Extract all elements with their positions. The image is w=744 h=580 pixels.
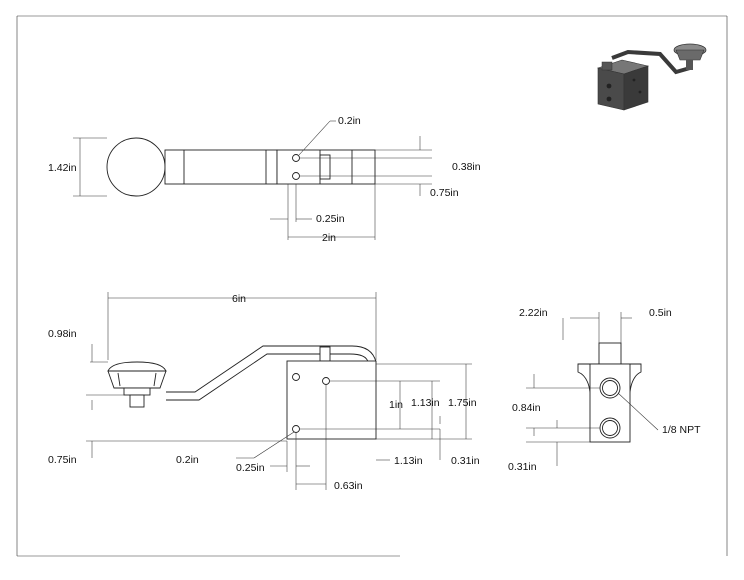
dim-overall-length: 6in [232,293,246,305]
dim-body-height: 1.75in [448,397,477,409]
dim-hole-offset-b: 0.63in [334,480,363,492]
dim-hole-offset-a: 0.25in [236,462,265,474]
hole-front-upper [292,373,300,381]
dim-hole-dia-top: 0.2in [338,115,361,127]
dim-bottom-hole: 0.31in [451,455,480,467]
hole-front-middle [322,377,330,385]
dim-hole-spacing-v: 1in [389,399,403,411]
dim-shaft-height: 0.75in [48,454,77,466]
stem [598,342,622,365]
sheet-border [16,15,728,557]
dim-hole-height: 1.13in [411,397,440,409]
dim-hole-dia-front: 0.2in [176,454,199,466]
knob-cap [107,361,167,372]
dim-body-width-top: 0.75in [430,187,459,199]
dim-port-bottom: 0.31in [508,461,537,473]
dim-hole-offset-top: 0.25in [316,213,345,225]
dim-hole-spacing-top: 0.38in [452,161,481,173]
dim-knob-height: 0.98in [48,328,77,340]
mount-hole-upper [292,154,300,162]
valve-body-side [589,363,631,443]
dim-body-depth: 1.13in [394,455,423,467]
arm-outline [164,149,278,185]
port-label: 1/8 NPT [662,424,701,436]
mount-hole-lower [292,172,300,180]
dim-knob-dia: 1.42in [48,162,77,174]
knob-outline [106,137,166,197]
dim-port-spacing: 0.84in [512,402,541,414]
dim-side-body-width: 2.22in [519,307,548,319]
top-view: 1.42in 0.2in 0.38in 0.75in 0.25in 2in [48,115,481,244]
dim-stem-width: 0.5in [649,307,672,319]
side-view: 2.22in 0.5in 1/8 NPT 0.84in 0.31in [508,307,701,473]
valve-body-front [286,360,377,440]
isometric-view [596,43,707,111]
dim-body-length-top: 2in [322,232,336,244]
front-view: 6in 0.98in 0.75in 0.2in 0.25in 0.63in 1i… [48,292,480,492]
